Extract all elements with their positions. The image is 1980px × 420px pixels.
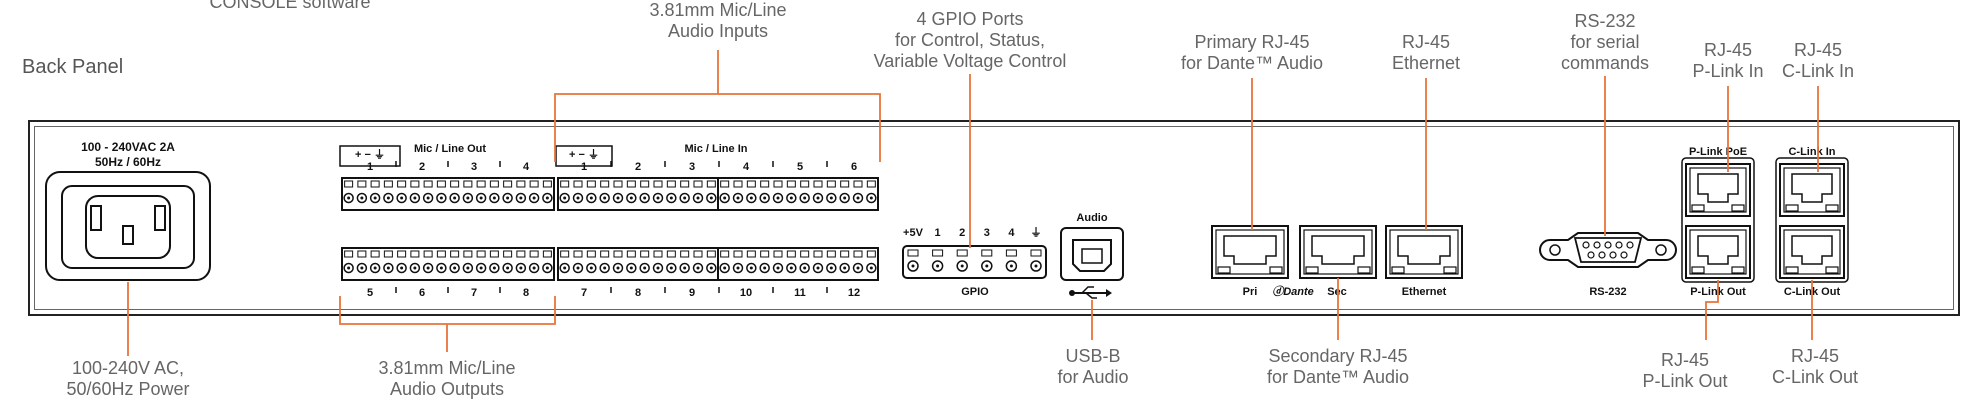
gpio-pin-label-2: 2 (959, 227, 965, 239)
audio-label: Audio (1076, 212, 1107, 224)
out-bottom-number-7: 7 (471, 287, 477, 299)
callout-console-software: CONSOLE software (209, 0, 371, 12)
in-bottom-number-11: 11 (794, 287, 806, 299)
usb-icon (1069, 286, 1112, 299)
gpio-pin-label-5: ⏚ (1031, 226, 1042, 239)
plink-poe-label: P-Link PoE (1689, 146, 1747, 158)
in-bottom-number-9: 9 (689, 287, 695, 299)
rj45-secondary-dante[interactable] (1299, 225, 1377, 279)
dante-logo-text: ⓓDante (1272, 285, 1314, 298)
mic-line-out-terminal-bottom[interactable] (341, 247, 555, 281)
in-top-number-1: 1 (581, 161, 587, 173)
rj45-clink-out[interactable] (1779, 225, 1845, 279)
rj45-ethernet[interactable] (1385, 225, 1463, 279)
callout-power: 100-240V AC,50/60Hz Power (66, 358, 190, 399)
gpio-pin-label-0: +5V (903, 227, 924, 239)
gpio-label: GPIO (961, 286, 989, 298)
page-title: Back Panel (22, 56, 124, 78)
in-bottom-number-12: 12 (848, 287, 860, 299)
mic-line-out-header: + − ⏚ Mic / Line Out (339, 143, 486, 167)
rj45-plink-in[interactable] (1685, 163, 1751, 217)
power-inlet[interactable] (45, 171, 211, 281)
gpio-terminal[interactable] (902, 245, 1047, 279)
gpio-pin-label-4: 4 (1008, 227, 1015, 239)
terminal-blocks[interactable] (341, 177, 879, 281)
in-top-number-4: 4 (743, 161, 750, 173)
rs232-port[interactable] (1538, 232, 1677, 268)
in-top-number-3: 3 (689, 161, 695, 173)
svg-text:+ − ⏚: + − ⏚ (569, 148, 599, 161)
usb-b-port[interactable] (1060, 227, 1124, 281)
out-bottom-number-8: 8 (523, 287, 529, 299)
out-bottom-number-6: 6 (419, 287, 425, 299)
panel-inner-border (34, 126, 1954, 310)
mic-line-in-terminal-bottom-b[interactable] (717, 247, 879, 281)
in-bottom-number-8: 8 (635, 287, 641, 299)
clink-in-label: C-Link In (1788, 146, 1835, 158)
mic-line-in-terminal-top-b[interactable] (717, 177, 879, 211)
rj45-clink-in[interactable] (1779, 163, 1845, 217)
mic-line-out-terminal-top[interactable] (341, 177, 555, 211)
out-top-number-1: 1 (367, 161, 373, 173)
gpio-pin-label-3: 3 (984, 227, 990, 239)
in-top-number-5: 5 (797, 161, 803, 173)
in-top-number-2: 2 (635, 161, 641, 173)
pri-label: Pri (1243, 286, 1258, 298)
plink-out-label: P-Link Out (1690, 286, 1746, 298)
sec-label: Sec (1327, 286, 1347, 298)
clink-out-label: C-Link Out (1784, 286, 1841, 298)
power-rating-line2: 50Hz / 60Hz (95, 155, 161, 169)
gpio-pin-label-1: 1 (935, 227, 941, 239)
rs232-label: RS-232 (1589, 286, 1626, 298)
ethernet-port-label: Ethernet (1402, 286, 1447, 298)
out-top-number-3: 3 (471, 161, 477, 173)
rj45-plink-out[interactable] (1685, 225, 1751, 279)
mic-line-in-terminal-top-a[interactable] (557, 177, 719, 211)
mic-line-in-label: Mic / Line In (685, 143, 748, 155)
rj45-ports[interactable] (1211, 163, 1845, 279)
in-top-number-6: 6 (851, 161, 857, 173)
mic-line-in-terminal-bottom-a[interactable] (557, 247, 719, 281)
back-panel (28, 120, 1960, 316)
rj45-primary-dante[interactable] (1211, 225, 1289, 279)
out-top-number-4: 4 (523, 161, 530, 173)
svg-text:+ − ⏚: + − ⏚ (355, 148, 385, 161)
out-bottom-number-5: 5 (367, 287, 373, 299)
in-bottom-number-10: 10 (740, 287, 752, 299)
in-bottom-number-7: 7 (581, 287, 587, 299)
out-top-number-2: 2 (419, 161, 425, 173)
mic-line-out-label: Mic / Line Out (414, 143, 486, 155)
gpio-top-labels: +5V 1 2 3 4 ⏚ (903, 226, 1041, 239)
power-rating-line1: 100 - 240VAC 2A (81, 140, 175, 154)
